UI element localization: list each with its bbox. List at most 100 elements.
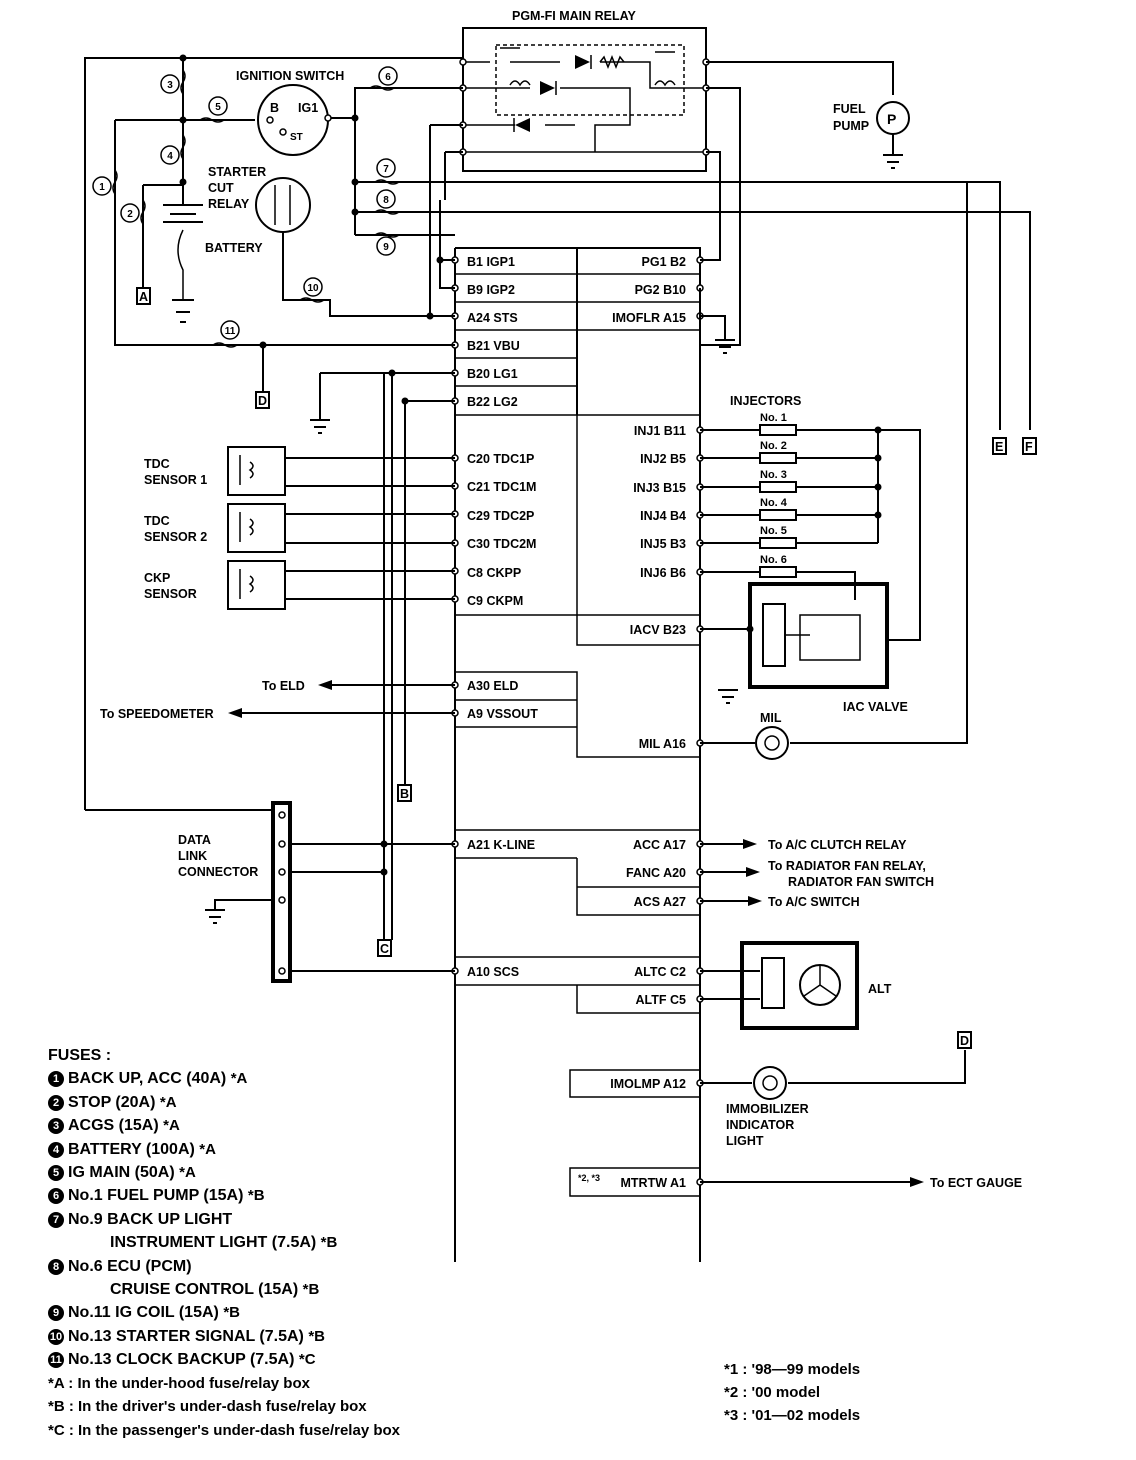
- pin-inj5: INJ5 B3: [640, 537, 686, 551]
- iac-valve: IAC VALVE: [748, 582, 908, 714]
- svg-text:IAC VALVE: IAC VALVE: [843, 700, 908, 714]
- pin-eld: A30 ELD: [467, 679, 518, 693]
- svg-text:2: 2: [127, 209, 133, 220]
- data-link-connector: DATA LINK CONNECTOR: [178, 801, 292, 983]
- svg-text:P: P: [887, 111, 896, 127]
- pin-inj6: INJ6 B6: [640, 566, 686, 580]
- fuel-pump: P FUEL PUMP: [833, 101, 910, 155]
- pin-vssout: A9 VSSOUT: [467, 707, 538, 721]
- pin-lg1: B20 LG1: [467, 367, 518, 381]
- svg-text:LINK: LINK: [178, 849, 207, 863]
- svg-text:B: B: [270, 101, 279, 115]
- pin-sts: A24 STS: [467, 311, 518, 325]
- svg-text:INDICATOR: INDICATOR: [726, 1118, 794, 1132]
- pin-igp1: B1 IGP1: [467, 255, 515, 269]
- starter-cut-relay: STARTER CUT RELAY: [208, 165, 311, 233]
- pin-acs: ACS A27: [634, 895, 686, 909]
- svg-text:TDC: TDC: [144, 457, 170, 471]
- fuse-item-8b: CRUISE CONTROL (15A) *B: [110, 1281, 320, 1299]
- svg-text:CONNECTOR: CONNECTOR: [178, 865, 258, 879]
- mil-lamp: MIL: [755, 711, 789, 760]
- svg-text:CUT: CUT: [208, 181, 234, 195]
- junction-dots: [179, 54, 882, 876]
- pgm-fi-main-relay: PGM-FI MAIN RELAY: [459, 9, 710, 172]
- svg-text:No. 1: No. 1: [760, 412, 787, 424]
- svg-text:ST: ST: [290, 132, 303, 143]
- pin-ckpm: C9 CKPM: [467, 594, 523, 608]
- ignition-switch-label: IGNITION SWITCH: [236, 69, 344, 83]
- pin-pg2: PG2 B10: [635, 283, 686, 297]
- svg-text:LIGHT: LIGHT: [726, 1134, 764, 1148]
- fuse-item-7b: INSTRUMENT LIGHT (7.5A) *B: [110, 1234, 338, 1252]
- ecm-left-pin-labels: B1 IGP1 B9 IGP2 A24 STS B21 VBU B20 LG1 …: [467, 255, 538, 979]
- pin-inj3: INJ3 B15: [633, 481, 686, 495]
- svg-text:A: A: [139, 290, 148, 304]
- svg-text:4: 4: [167, 151, 173, 162]
- model-notes: *1 : '98—99 models *2 : '00 model *3 : '…: [724, 1358, 860, 1427]
- pin-inj2: INJ2 B5: [640, 452, 686, 466]
- svg-text:SENSOR 2: SENSOR 2: [144, 530, 207, 544]
- svg-text:No. 3: No. 3: [760, 469, 787, 481]
- to-eld: To ELD: [262, 679, 305, 693]
- svg-text:RELAY: RELAY: [208, 197, 250, 211]
- svg-text:1: 1: [99, 182, 105, 193]
- svg-text:No. 5: No. 5: [760, 525, 787, 537]
- injectors: INJECTORS No. 1 No. 2 No. 3 No. 4 No. 5 …: [730, 394, 801, 578]
- svg-text:INJECTORS: INJECTORS: [730, 394, 801, 408]
- connector-tags: A D B C E F D: [136, 285, 1037, 1049]
- svg-text:STARTER: STARTER: [208, 165, 266, 179]
- immobilizer-light: IMMOBILIZER INDICATOR LIGHT: [726, 1066, 809, 1148]
- svg-text:F: F: [1025, 440, 1033, 454]
- ecm-unit: [454, 247, 701, 1262]
- to-ac-switch: To A/C SWITCH: [768, 895, 860, 909]
- svg-text:No. 2: No. 2: [760, 440, 787, 452]
- svg-text:No. 4: No. 4: [760, 497, 788, 509]
- pin-vbu: B21 VBU: [467, 339, 520, 353]
- battery: BATTERY: [163, 204, 263, 323]
- svg-text:IMMOBILIZER: IMMOBILIZER: [726, 1102, 809, 1116]
- to-ac-clutch: To A/C CLUTCH RELAY: [768, 838, 907, 852]
- svg-text:IG1: IG1: [298, 101, 318, 115]
- svg-text:6: 6: [385, 72, 391, 83]
- pin-scs: A10 SCS: [467, 965, 519, 979]
- main-wiring: [84, 57, 1031, 1187]
- ground-symbols: [205, 154, 903, 924]
- svg-text:No. 6: No. 6: [760, 554, 787, 566]
- svg-text:MIL: MIL: [760, 711, 782, 725]
- fuse-location-b: *B : In the driver's under-dash fuse/rel…: [48, 1398, 367, 1416]
- svg-text:5: 5: [215, 102, 221, 113]
- pin-acc: ACC A17: [633, 838, 686, 852]
- pin-mtrtw: MTRTW A1: [621, 1176, 687, 1190]
- pin-ckpp: C8 CKPP: [467, 566, 521, 580]
- to-ect-gauge: To ECT GAUGE: [930, 1176, 1022, 1190]
- pin-fanc: FANC A20: [626, 866, 686, 880]
- fuse-markers: 3 4 1 2 5 6 7 8 9 10 11: [92, 66, 400, 348]
- svg-text:SENSOR 1: SENSOR 1: [144, 473, 207, 487]
- svg-text:B: B: [400, 787, 409, 801]
- pin-altf: ALTF C5: [636, 993, 687, 1007]
- model-note-1: *1 : '98—99 models: [724, 1361, 861, 1378]
- svg-text:D: D: [960, 1034, 969, 1048]
- pin-mil: MIL A16: [639, 737, 686, 751]
- svg-text:3: 3: [167, 80, 173, 91]
- pin-tdc1p: C20 TDC1P: [467, 452, 534, 466]
- pin-pg1: PG1 B2: [642, 255, 687, 269]
- fuse-legend-title: FUSES :: [48, 1047, 112, 1064]
- pin-altc: ALTC C2: [634, 965, 686, 979]
- svg-text:10: 10: [307, 283, 319, 294]
- fuse-location-a: *A : In the under-hood fuse/relay box: [48, 1374, 310, 1392]
- destinations: To ELD To SPEEDOMETER To A/C CLUTCH RELA…: [100, 679, 1022, 1190]
- pin-lg2: B22 LG2: [467, 395, 518, 409]
- svg-text:DATA: DATA: [178, 833, 211, 847]
- pin-tdc2p: C29 TDC2P: [467, 509, 534, 523]
